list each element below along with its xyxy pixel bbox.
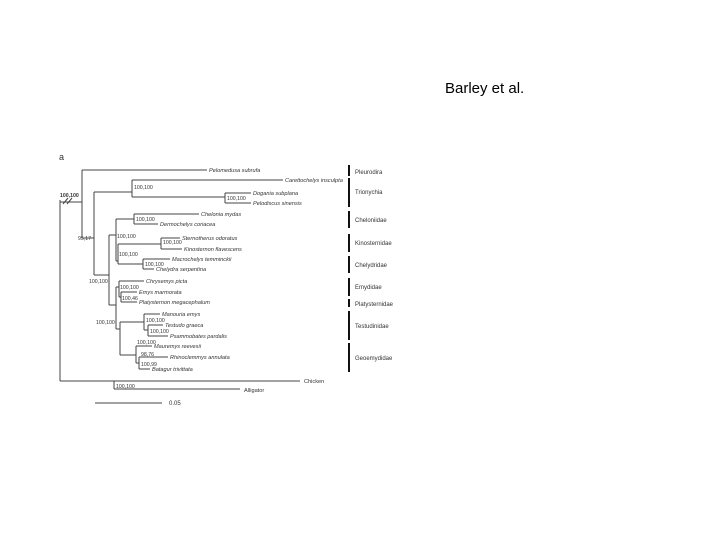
- taxon-label: Batagur trivittata: [152, 367, 193, 373]
- taxon-label: Chelydra serpentina: [156, 267, 206, 273]
- root-break-mark-1: [62, 197, 69, 205]
- support-value: 100,100: [96, 320, 115, 326]
- taxon-label: Platysternon megacephalum: [139, 300, 210, 306]
- taxon-label: Testudo graeca: [165, 323, 203, 329]
- family-label: Platysternidae: [355, 302, 394, 308]
- support-value: 100,100: [136, 217, 155, 223]
- family-label: Trionychia: [355, 190, 383, 196]
- taxon-label: Macrochelys temminckii: [172, 257, 232, 263]
- support-value: 100,100: [137, 340, 156, 346]
- support-value-root: 100,100: [60, 193, 79, 199]
- support-values: 100,100 100,100 100,100 95,17 100,100 10…: [60, 185, 246, 390]
- taxon-label: Chrysemys picta: [146, 279, 187, 285]
- family-label: Emydidae: [355, 285, 382, 291]
- taxon-label: Alligator: [244, 388, 264, 394]
- taxon-label: Emys marmorata: [139, 290, 182, 296]
- taxon-label: Dogania subplana: [253, 191, 298, 197]
- support-value: 100,46: [122, 296, 138, 302]
- support-value: 100,100: [146, 318, 165, 324]
- support-value: 100,99: [141, 362, 157, 368]
- family-label: Pleurodira: [355, 170, 383, 176]
- support-value: 100,100: [227, 196, 246, 202]
- root-break-mark-2: [66, 197, 73, 205]
- family-label: Kinosternidae: [355, 241, 392, 247]
- family-label: Geoemydidae: [355, 356, 393, 362]
- taxon-label: Pelodiscus sinensis: [253, 201, 302, 207]
- family-labels: Pleurodira Trionychia Cheloniidae Kinost…: [355, 170, 394, 362]
- support-value: 100,100: [120, 285, 139, 291]
- scale-bar-label: 0.05: [169, 401, 181, 407]
- taxon-label: Psammobates pardalis: [170, 334, 227, 340]
- taxon-label: Chelonia mydas: [201, 212, 241, 218]
- taxon-label: Manouria emys: [162, 312, 200, 318]
- support-value: 100,100: [89, 279, 108, 285]
- taxon-label: Dermochelys coriacea: [160, 222, 215, 228]
- family-label: Chelydridae: [355, 263, 388, 269]
- taxon-label: Rhinoclemmys annulata: [170, 355, 230, 361]
- taxon-label: Chicken: [304, 379, 324, 385]
- support-value: 100,100: [145, 262, 164, 268]
- support-value: 100,100: [150, 329, 169, 335]
- taxon-label: Sternotherus odoratus: [182, 236, 238, 242]
- family-label: Cheloniidae: [355, 218, 387, 224]
- taxon-labels: Pelomedusa subrufa Carettochelys insculp…: [139, 168, 343, 394]
- family-label: Testudinidae: [355, 324, 389, 330]
- support-value: 100,100: [119, 252, 138, 258]
- taxon-label: Pelomedusa subrufa: [209, 168, 260, 174]
- author-label: Barley et al.: [445, 80, 525, 97]
- taxon-label: Kinosternon flavescens: [184, 247, 242, 253]
- support-value: 95,17: [78, 236, 91, 242]
- support-value: 100,100: [117, 234, 136, 240]
- taxon-label: Mauremys reevesii: [154, 344, 202, 350]
- tree-branches: [59, 169, 300, 390]
- taxon-label: Carettochelys insculpta: [285, 178, 343, 184]
- panel-label: a: [59, 152, 64, 162]
- support-value: 100,100: [116, 384, 135, 390]
- support-value: 98,76: [141, 352, 154, 358]
- support-value: 100,100: [163, 240, 182, 246]
- support-value: 100,100: [134, 185, 153, 191]
